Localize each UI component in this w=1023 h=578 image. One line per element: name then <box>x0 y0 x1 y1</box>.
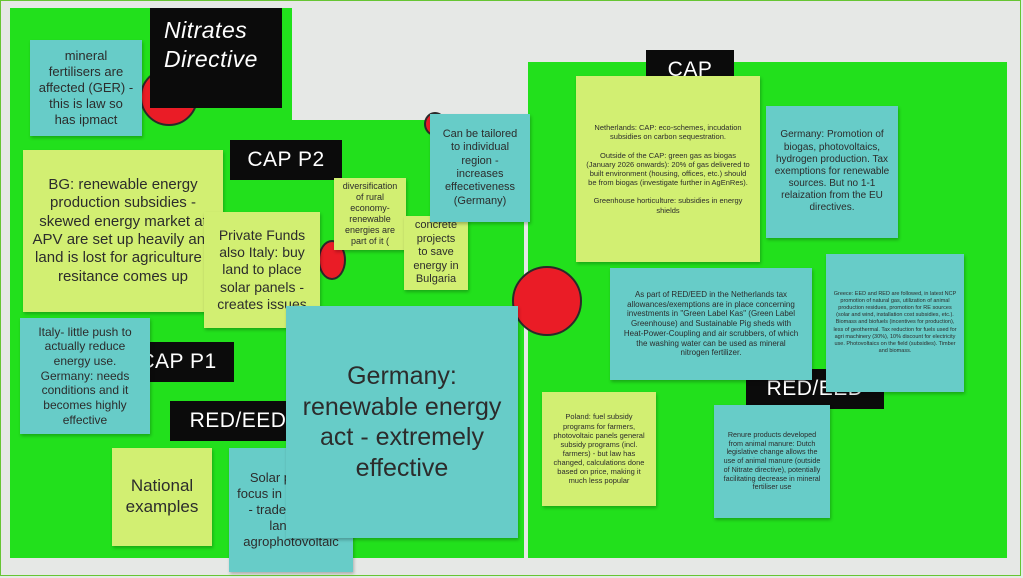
sticky-note-red-eed-netherlands[interactable]: As part of RED/EED in the Netherlands ta… <box>610 268 812 380</box>
sticky-note-germany-promotion[interactable]: Germany: Promotion of biogas, photovolta… <box>766 106 898 238</box>
label-red-eed-left: RED/EED <box>170 401 306 441</box>
sticky-note-concrete-projects[interactable]: concrete projects to save energy in Bulg… <box>404 216 468 290</box>
sticky-note-bg-subsidies[interactable]: BG: renewable energy production subsidie… <box>23 150 223 312</box>
sticky-note-germany-renewable-act[interactable]: Germany: renewable energy act - extremel… <box>286 306 518 538</box>
sticky-note-poland[interactable]: Poland: fuel subsidy programs for farmer… <box>542 392 656 506</box>
red-dot-marker <box>512 266 582 336</box>
sticky-note-tailored-region[interactable]: Can be tailored to individual region - i… <box>430 114 530 222</box>
sticky-note-diversification[interactable]: diversification of rural economy- renewa… <box>334 178 406 250</box>
sticky-note-greece[interactable]: Greece: EED and RED are followed, in lat… <box>826 254 964 392</box>
label-cap-p2: CAP P2 <box>230 140 342 180</box>
label-nitrates-directive: Nitrates Directive <box>150 8 282 108</box>
sticky-note-mineral-fertilisers[interactable]: mineral fertilisers are affected (GER) -… <box>30 40 142 136</box>
sticky-note-renure[interactable]: Renure products developed from animal ma… <box>714 405 830 518</box>
sticky-note-national-examples[interactable]: National examples <box>112 448 212 546</box>
sticky-note-netherlands-cap[interactable]: Netherlands: CAP: eco-schemes, incudatio… <box>576 76 760 262</box>
sticky-note-italy-germany[interactable]: Italy- little push to actually reduce en… <box>20 318 150 434</box>
